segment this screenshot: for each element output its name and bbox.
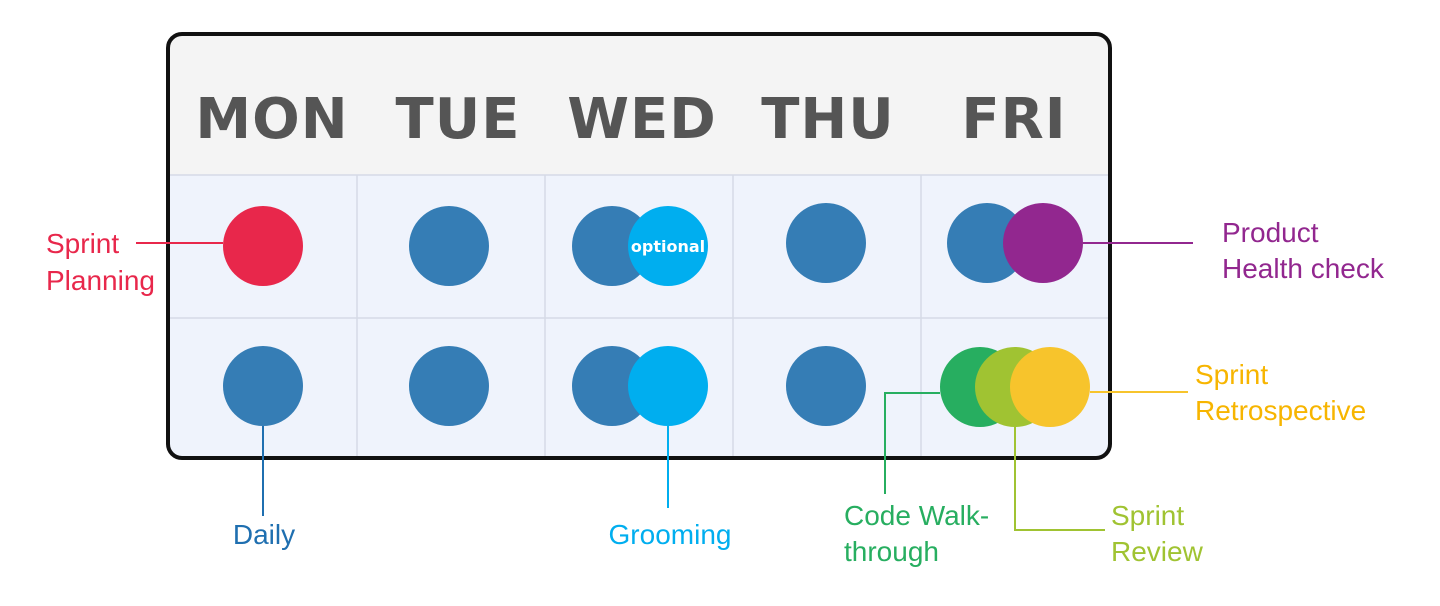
label-product-health-check: Product Health check [1222,217,1385,284]
label-sprint-review-line-1: Sprint [1111,500,1184,531]
label-product-health-check-line-2: Health check [1222,253,1385,284]
daily-dot-tue [409,346,489,426]
day-header-fri: FRI [961,87,1066,152]
calendar-header-band [168,34,1110,175]
day-header-wed: WED [567,87,717,152]
day-header-tue: TUE [396,87,521,152]
meeting-dot-fri-1 [947,203,1027,283]
connectors [136,242,1193,531]
label-sprint-review-line-2: Review [1111,536,1204,567]
annotations: Sprint Planning Daily Grooming Code Walk… [46,217,1385,567]
sprint-retrospective-dot [1010,347,1090,427]
meeting-dot-thu-1 [786,203,866,283]
daily-dot-thu [786,346,866,426]
label-sprint-planning-line-1: Sprint [46,228,119,259]
sprint-planning-dot [223,206,303,286]
label-sprint-retrospective: Sprint Retrospective [1195,359,1366,426]
meeting-dot-tue-1 [409,206,489,286]
meetings-row-1: optional [223,203,1083,286]
optional-meeting-dot [628,206,708,286]
day-headers: MON TUE WED THU FRI [195,87,1066,152]
optional-label: optional [631,237,705,256]
label-grooming: Grooming [609,519,732,550]
meeting-dot-wed-1 [572,206,652,286]
meetings-row-2 [223,346,1090,427]
day-header-mon: MON [195,87,348,152]
daily-dot-mon [223,346,303,426]
label-sprint-planning: Sprint Planning [46,228,155,296]
grooming-dot [628,346,708,426]
label-code-walkthrough-line-1: Code Walk- [844,500,989,531]
label-daily-line-1: Daily [233,519,295,550]
label-daily: Daily [233,519,295,550]
label-sprint-retrospective-line-2: Retrospective [1195,395,1366,426]
daily-dot-wed [572,346,652,426]
connector-code-walkthrough [884,392,940,494]
label-grooming-line-1: Grooming [609,519,732,550]
calendar-border [166,32,1112,460]
label-sprint-review: Sprint Review [1111,500,1204,567]
label-code-walkthrough-line-2: through [844,536,939,567]
label-code-walkthrough: Code Walk- through [844,500,997,567]
label-sprint-retrospective-line-1: Sprint [1195,359,1268,390]
product-health-check-dot [1003,203,1083,283]
day-header-thu: THU [761,87,895,152]
label-sprint-planning-line-2: Planning [46,265,155,296]
connector-sprint-review [1014,427,1105,531]
label-product-health-check-line-1: Product [1222,217,1319,248]
